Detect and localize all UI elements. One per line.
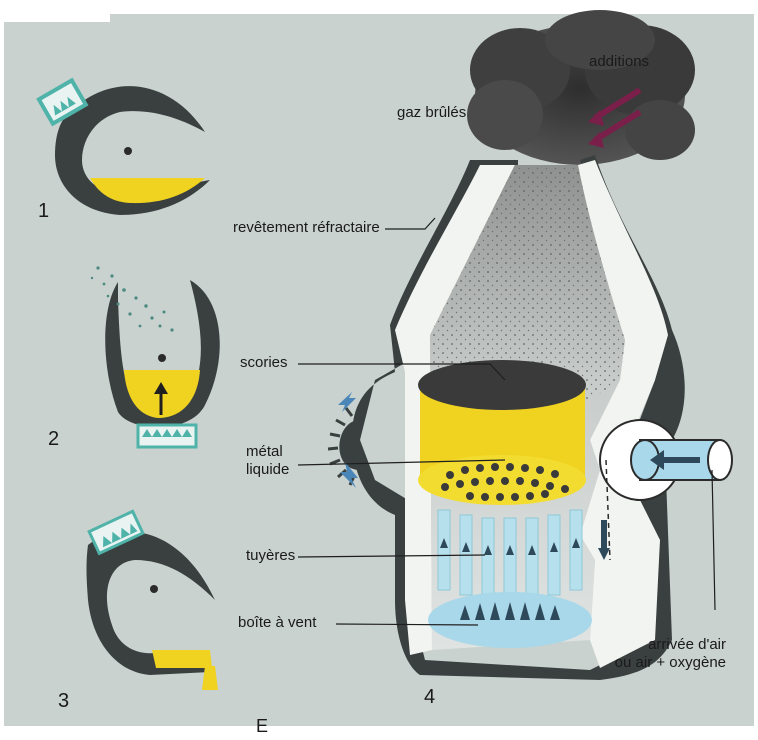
label-refractory-lining: revêtement réfractaire (233, 219, 380, 237)
label-air-inlet-line1: arrivée d'air (606, 636, 726, 654)
label-liquid-metal: métal liquide (246, 443, 289, 479)
label-liquid-metal-line1: métal (246, 443, 289, 461)
smoke-cloud (467, 10, 695, 165)
label-wind-box: boîte à vent (238, 614, 316, 632)
label-liquid-metal-line2: liquide (246, 461, 289, 479)
label-tuyeres: tuyères (246, 547, 295, 565)
label-air-inlet: arrivée d'air ou air + oxygène (606, 636, 726, 672)
step-number-4: 4 (424, 686, 435, 709)
label-additions: additions (589, 53, 649, 71)
step-number-2: 2 (48, 428, 59, 451)
step-number-3: 3 (58, 690, 69, 713)
label-slag: scories (240, 354, 288, 372)
step-number-1: 1 (38, 200, 49, 223)
label-air-inlet-line2: ou air + oxygène (606, 654, 726, 672)
label-burnt-gas: gaz brûlés (397, 104, 466, 122)
page-letter: E (256, 716, 268, 738)
